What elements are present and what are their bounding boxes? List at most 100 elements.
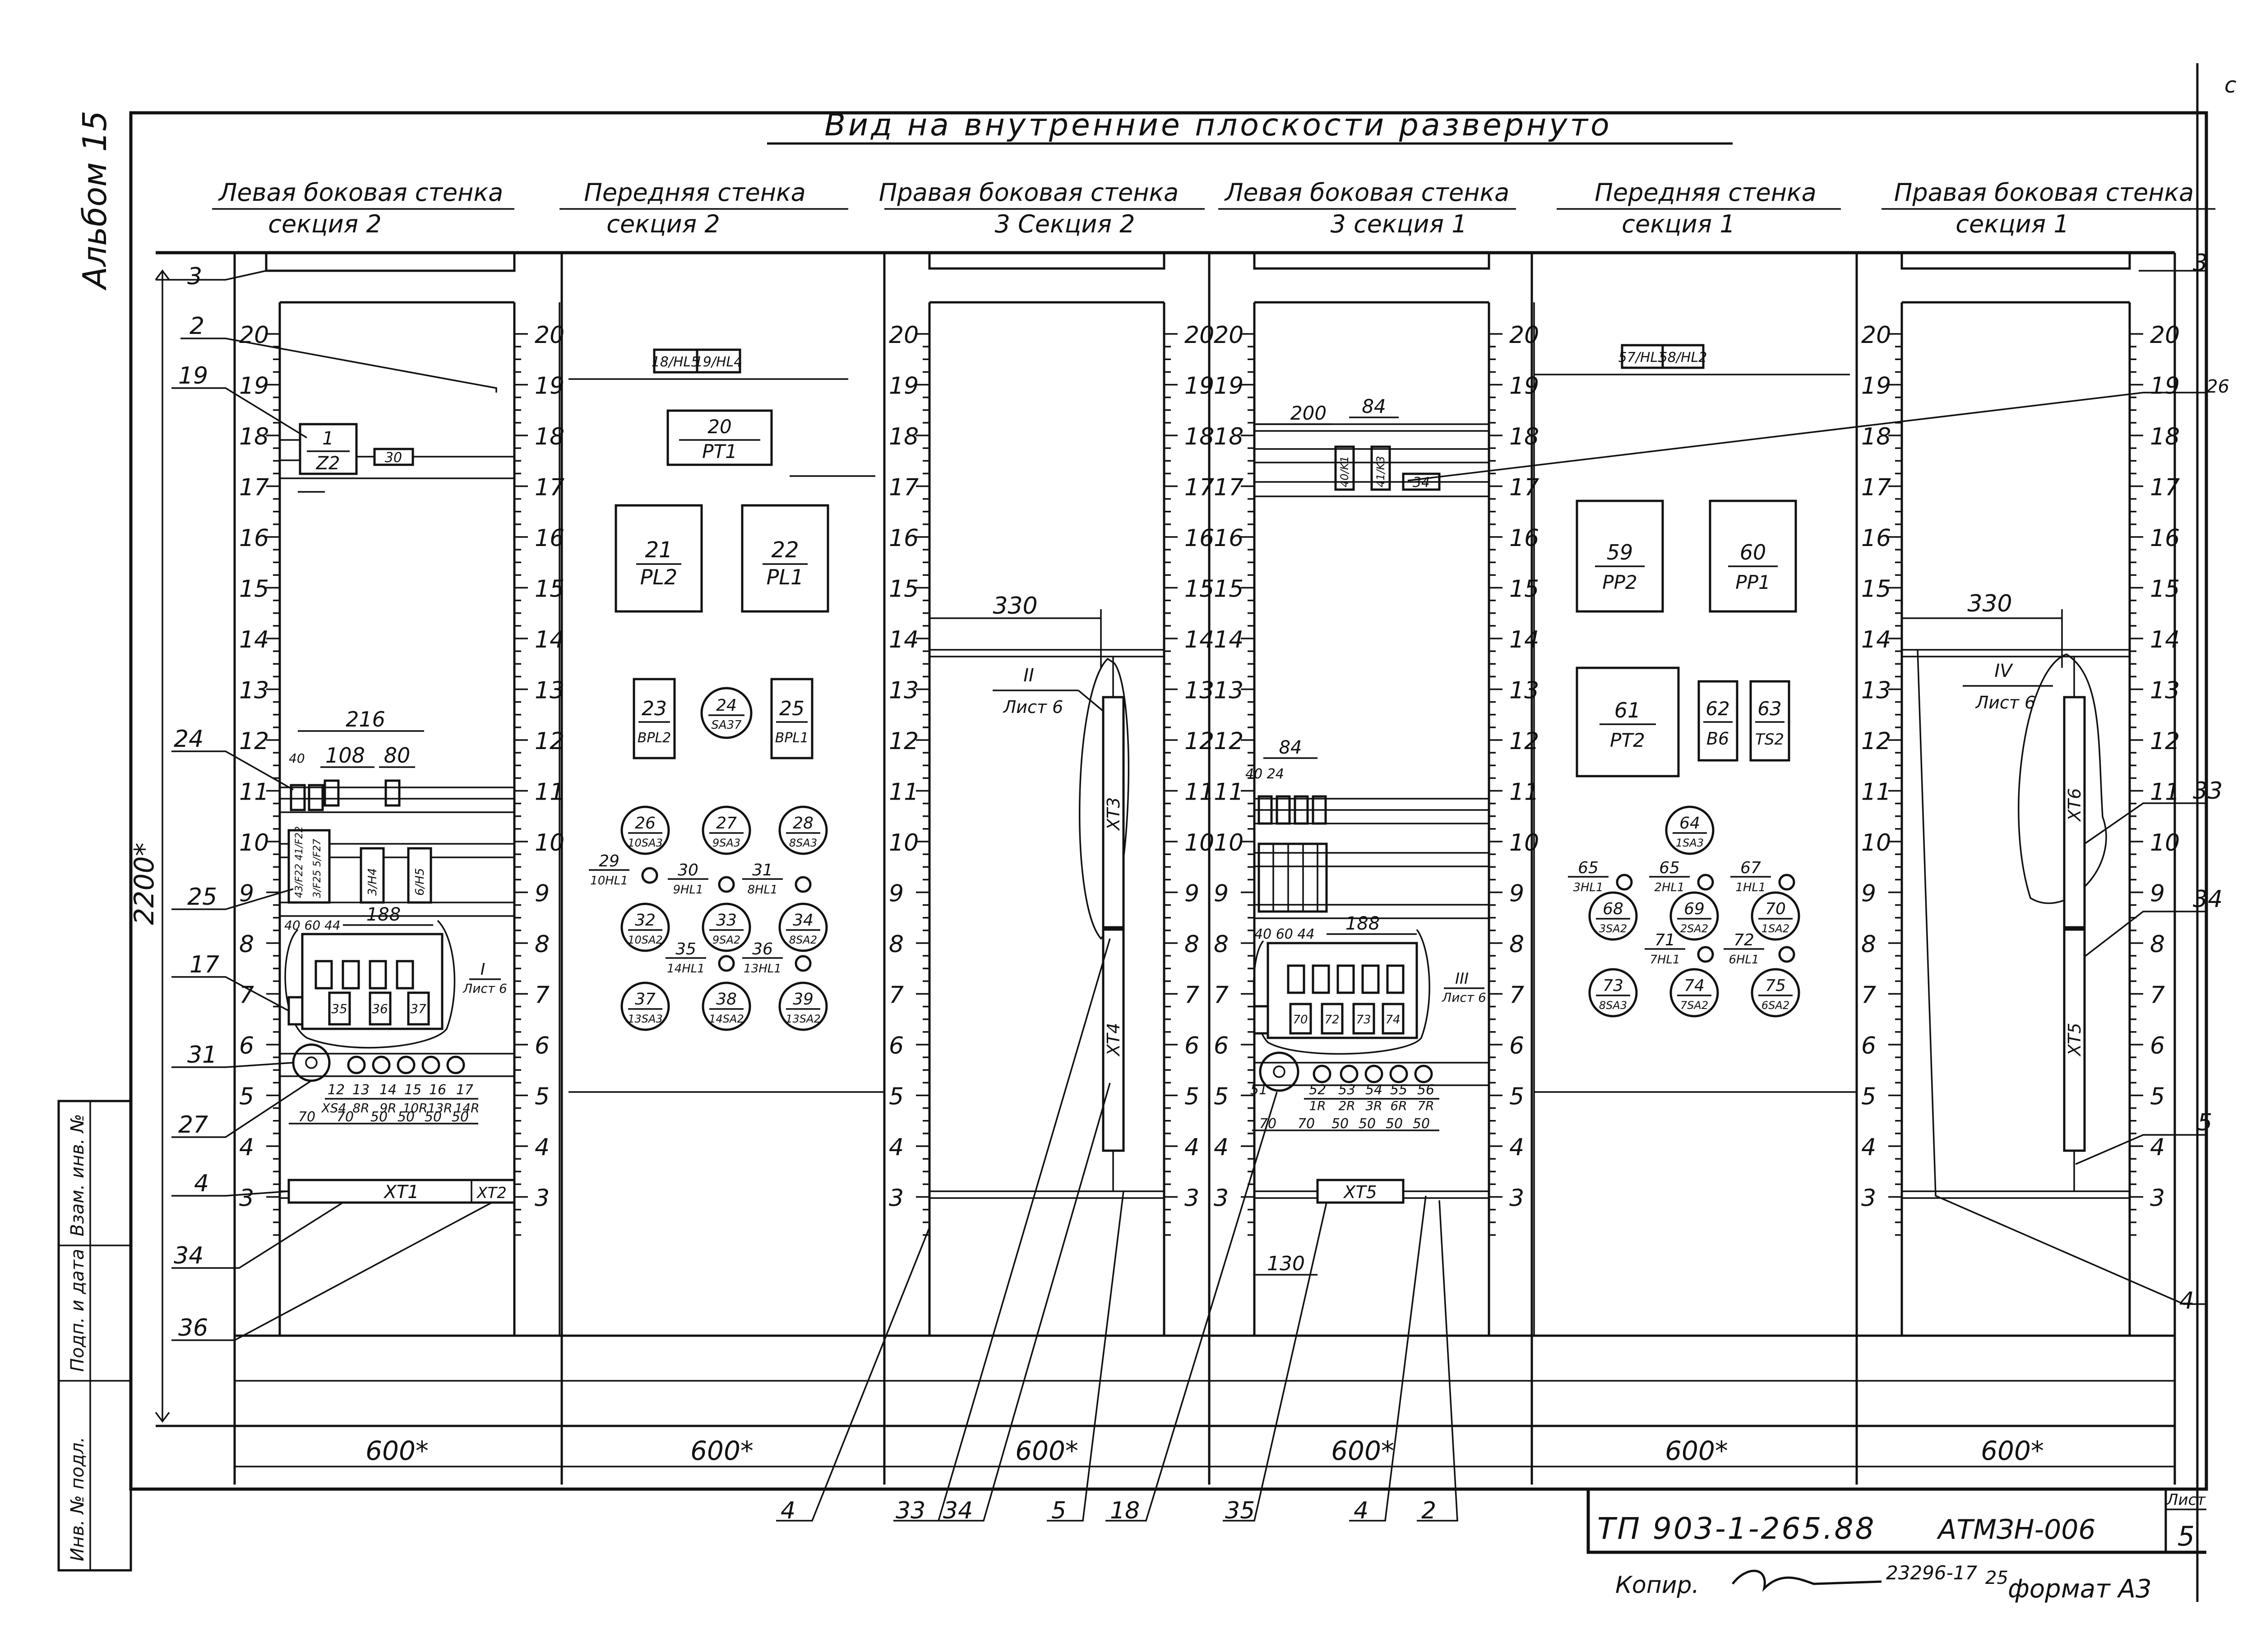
callout-right-3: 3 xyxy=(2193,250,2208,277)
ruler-number: 8 xyxy=(889,931,904,958)
corner-mark: с xyxy=(2224,73,2236,98)
device-34-label: 34 xyxy=(793,911,814,930)
socket-num-53: 53 xyxy=(1338,1082,1355,1098)
device-74-label: 74 xyxy=(1684,976,1705,995)
title-stamp: ТП 903-1-265.88 АТМЗН-006 Лист 5 Копир. … xyxy=(1597,1491,2206,1604)
socket-num-51: 51 xyxy=(1250,1082,1267,1098)
device-24: 24 xyxy=(716,696,737,715)
ruler-number: 11 xyxy=(1214,779,1244,806)
callout-left-27: 27 xyxy=(178,1111,208,1138)
stamp-code: ТП 903-1-265.88 xyxy=(1597,1511,1876,1546)
ruler-number: 6 xyxy=(1214,1032,1229,1060)
ruler-number: 9 xyxy=(2150,880,2165,907)
width-dim-6: 600* xyxy=(1981,1435,2044,1466)
right-panel-section-1: 330 IV Лист 6 XT6 XT5 xyxy=(1902,590,2107,1191)
callout-left-31: 31 xyxy=(187,1041,217,1069)
device-64-label: 64 xyxy=(1679,814,1700,833)
ruler-number: 17 xyxy=(1861,474,1891,501)
ruler-number: 9 xyxy=(1214,880,1229,907)
callout-bottom-33: 33 xyxy=(896,1497,925,1524)
ruler-number: 11 xyxy=(1509,779,1539,806)
device-26-sub: 10SA3 xyxy=(628,837,662,849)
panel-title-1: Левая боковая стенка xyxy=(218,178,503,207)
width-dim-5: 600* xyxy=(1665,1435,1728,1466)
device-67-label: 67 xyxy=(1740,859,1761,877)
ruler-number: 8 xyxy=(1509,931,1524,958)
ruler-number: 16 xyxy=(1214,525,1244,552)
ruler-number: 19 xyxy=(535,373,564,400)
left-panel-section-1: 200 84 40/K1 41/K3 34 84 40 24 40 60 44 … xyxy=(1245,395,1489,1276)
ruler-number: 7 xyxy=(535,982,550,1009)
ruler-number: 14 xyxy=(1214,626,1244,653)
ref-II-sheet: Лист 6 xyxy=(1003,697,1063,717)
ruler-number: 7 xyxy=(1184,982,1199,1009)
socket-lbl-8r: 8R xyxy=(352,1101,369,1115)
ruler-number: 17 xyxy=(535,474,564,501)
dim-108: 108 xyxy=(325,743,365,768)
device-72-label: 72 xyxy=(1734,931,1754,949)
device-33-sub: 9SA2 xyxy=(712,934,740,946)
ruler-number: 11 xyxy=(2150,779,2180,806)
ruler-number: 5 xyxy=(535,1083,550,1111)
socket-num-55: 55 xyxy=(1390,1082,1407,1098)
ruler-number: 6 xyxy=(1184,1032,1199,1060)
device-27-sub: 9SA3 xyxy=(712,837,740,849)
device-28-label: 28 xyxy=(793,814,814,833)
callout-bottom-5: 5 xyxy=(1051,1497,1066,1524)
device-35-lamp-icon xyxy=(718,955,735,972)
device-65a-sub: 3HL1 xyxy=(1573,881,1603,894)
spacing-s1-4: 50 xyxy=(1359,1116,1376,1132)
ruler-number: 5 xyxy=(1184,1083,1199,1111)
front1-switch-grid: 641SA3653HL1652HL1671HL1683SA2692SA2701S… xyxy=(1568,805,1800,1018)
device-72-lamp-icon xyxy=(1778,946,1795,963)
stamp-format: формат А3 xyxy=(2008,1574,2152,1604)
terminal-xt5-s1r: XT5 xyxy=(2065,1023,2085,1057)
ruler-number: 9 xyxy=(1861,880,1876,907)
terminal-xt2: XT2 xyxy=(476,1184,507,1202)
device-30-label: 30 xyxy=(678,861,698,879)
ruler-number: 13 xyxy=(1509,677,1539,704)
ruler-number: 5 xyxy=(2150,1083,2165,1111)
ruler-number: 6 xyxy=(239,1032,254,1060)
block-1-sub: Z2 xyxy=(316,453,340,474)
ruler-number: 15 xyxy=(2150,576,2180,603)
device-31-label: 31 xyxy=(752,861,773,879)
module-74: 74 xyxy=(1385,1013,1400,1027)
ruler-number: 12 xyxy=(239,728,269,755)
ruler-number: 13 xyxy=(889,677,919,704)
device-63-sub: TS2 xyxy=(1755,731,1784,749)
device-32-sub: 10SA2 xyxy=(628,934,662,946)
panel-subtitle-3: 3 Секция 2 xyxy=(995,210,1135,238)
height-dimension: 2200* xyxy=(129,269,170,1423)
terminal-3h4: 3/H4 xyxy=(366,868,379,896)
device-60: 60 xyxy=(1740,540,1766,565)
callout-bottom-34: 34 xyxy=(943,1497,973,1524)
socket-lbl-7r: 7R xyxy=(1417,1098,1434,1113)
device-68-sub: 3SA2 xyxy=(1599,922,1627,935)
ruler-number: 8 xyxy=(239,931,254,958)
device-62: 62 xyxy=(1706,698,1729,720)
device-23: 23 xyxy=(642,697,667,720)
ruler-number: 5 xyxy=(239,1083,254,1111)
ruler-number: 16 xyxy=(239,525,269,552)
ruler-number: 9 xyxy=(1509,880,1524,907)
callout-left-25: 25 xyxy=(187,884,217,911)
device-23-sub: BPL2 xyxy=(638,730,671,746)
device-71-label: 71 xyxy=(1655,931,1675,949)
device-39-sub: 13SA2 xyxy=(786,1013,820,1025)
callout-left-17: 17 xyxy=(190,951,219,978)
terminal-vert-a: 43/F22 41/F22 xyxy=(294,826,305,898)
album-label: Альбом 15 xyxy=(76,111,114,291)
ruler-number: 7 xyxy=(1861,982,1876,1009)
